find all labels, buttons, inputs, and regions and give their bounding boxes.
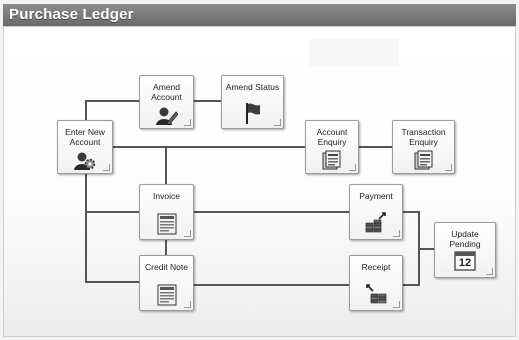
panel-highlight: [309, 39, 399, 67]
account-enquiry-button[interactable]: Account Enquiry: [305, 120, 359, 174]
amend-account-label: Amend Account: [151, 82, 182, 102]
credit-note-document-icon: [157, 284, 176, 306]
receipt-label: Receipt: [361, 262, 391, 272]
resize-grip: [393, 301, 400, 308]
invoice-button[interactable]: Invoice: [139, 184, 194, 240]
update-pending-button[interactable]: Update Pending 12: [434, 222, 496, 278]
amend-status-label: Amend Status: [225, 82, 280, 92]
credit-note-button[interactable]: Credit Note: [139, 255, 194, 311]
invoice-label: Invoice: [153, 191, 180, 201]
document-stack-icon: [322, 150, 341, 170]
calendar-icon: 12: [454, 251, 476, 271]
connector-payment-to-update: [402, 211, 420, 286]
resize-grip: [274, 119, 281, 126]
resize-grip: [184, 301, 191, 308]
resize-grip: [393, 230, 400, 237]
document-stack-icon: [414, 150, 432, 170]
transaction-enquiry-label: Transaction Enquiry: [401, 127, 446, 147]
receipt-coins-icon: [366, 284, 387, 304]
user-edit-icon: [155, 107, 178, 126]
resize-grip: [184, 230, 191, 237]
update-pending-label: Update Pending: [449, 229, 481, 249]
window-title: Purchase Ledger: [9, 6, 134, 23]
receipt-button[interactable]: Receipt: [349, 255, 403, 311]
resize-grip: [486, 268, 493, 275]
enter-new-account-label: Enter New Account: [65, 127, 105, 147]
workflow-connectors: [85, 100, 434, 286]
user-gear-icon: [74, 152, 96, 170]
credit-note-label: Credit Note: [145, 262, 188, 272]
payment-button[interactable]: Payment: [349, 184, 403, 240]
connector-enter-to-amend: [85, 100, 140, 121]
resize-grip: [103, 164, 110, 171]
workflow-panel: Enter New Account Amend Account Amend St…: [3, 26, 516, 337]
flag-icon: [245, 103, 260, 124]
resize-grip: [349, 164, 356, 171]
payment-label: Payment: [359, 191, 393, 201]
calendar-day: 12: [458, 257, 472, 269]
invoice-document-icon: [157, 213, 176, 235]
amend-status-button[interactable]: Amend Status: [221, 75, 284, 129]
payment-coins-icon: [365, 212, 386, 233]
transaction-enquiry-button[interactable]: Transaction Enquiry: [392, 120, 455, 174]
connector-enter-down: [85, 173, 140, 283]
account-enquiry-label: Account Enquiry: [316, 127, 348, 147]
title-bar: Purchase Ledger: [3, 4, 516, 27]
enter-new-account-button[interactable]: Enter New Account: [57, 120, 113, 174]
resize-grip: [445, 164, 452, 171]
resize-grip: [184, 119, 191, 126]
amend-account-button[interactable]: Amend Account: [139, 75, 194, 129]
